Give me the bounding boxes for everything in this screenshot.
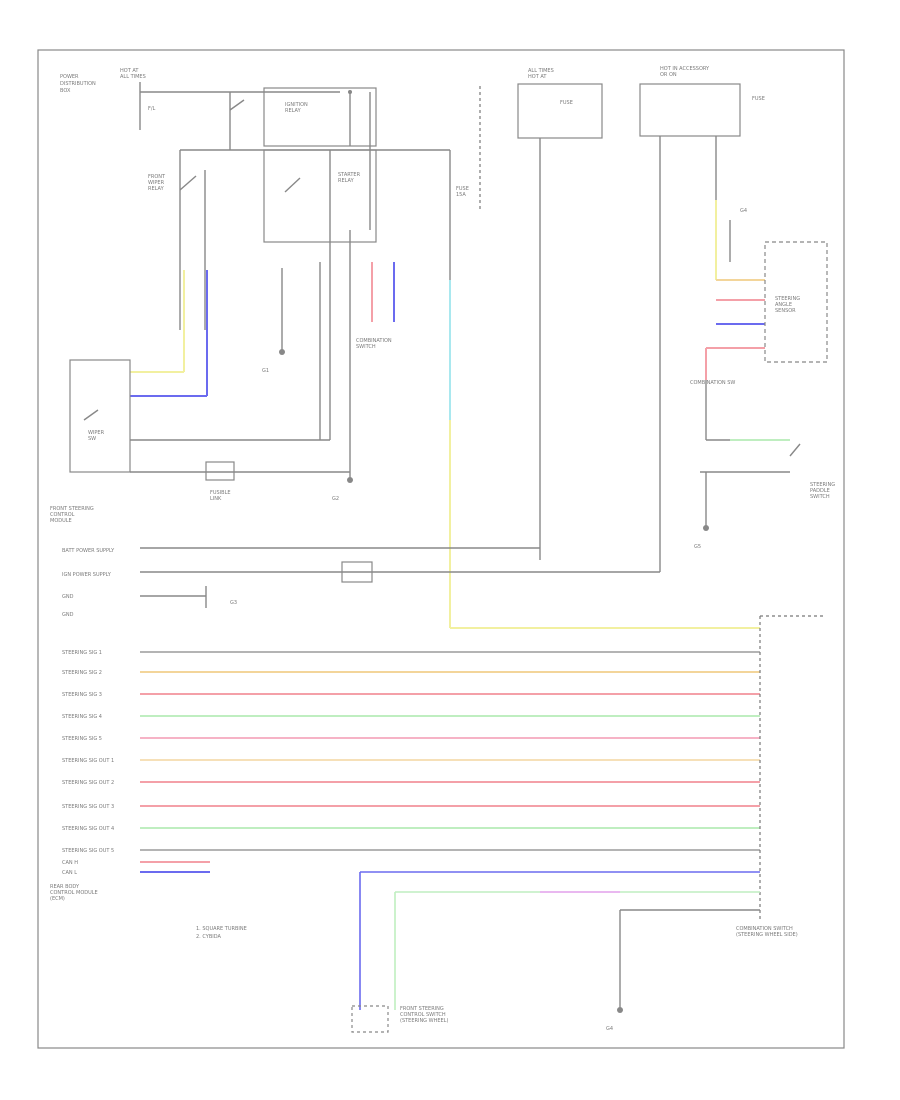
svg-text:ANGLE: ANGLE: [775, 302, 792, 308]
svg-text:COMBINATION SWITCH: COMBINATION SWITCH: [736, 926, 793, 932]
ecm-pin-label: STEERING SIG 3: [62, 692, 102, 698]
svg-text:STARTER: STARTER: [338, 172, 361, 178]
svg-text:PADDLE: PADDLE: [810, 488, 830, 494]
svg-text:FRONT: FRONT: [148, 174, 166, 180]
svg-text:REAR BODY: REAR BODY: [50, 884, 80, 890]
svg-text:DISTRIBUTION: DISTRIBUTION: [60, 81, 96, 87]
ignition-relay: IGNITION RELAY: [229, 87, 377, 230]
svg-text:STEERING: STEERING: [810, 482, 835, 488]
svg-text:SW: SW: [88, 436, 96, 442]
svg-text:OR ON: OR ON: [660, 72, 677, 78]
ecm-pin-label: STEERING SIG OUT 4: [62, 826, 114, 832]
ground-g3-label: G3: [230, 600, 237, 606]
svg-text:COMBINATION: COMBINATION: [356, 338, 392, 344]
ecm-pin-label: STEERING SIG 4: [62, 714, 102, 720]
ecm-pin-label: BATT POWER SUPPLY: [62, 548, 115, 554]
ground-g1-label: G1: [262, 368, 269, 374]
svg-text:FRONT STEERING: FRONT STEERING: [50, 506, 94, 512]
svg-text:15A: 15A: [456, 192, 466, 198]
ground-g2-label: G2: [332, 496, 339, 502]
right-side-module: G4 STEERING ANGLE SENSOR COMBINATION SW: [690, 200, 828, 386]
svg-text:FUSE: FUSE: [560, 100, 573, 106]
svg-text:(ECM): (ECM): [50, 896, 65, 902]
ecm-pin-label: STEERING SIG 1: [62, 650, 102, 656]
svg-text:IGNITION: IGNITION: [285, 102, 308, 108]
svg-text:CONTROL MODULE: CONTROL MODULE: [50, 890, 98, 896]
ground-g1: G1: [262, 268, 285, 374]
ecm-signal-lines: [140, 651, 760, 873]
svg-text:STEERING: STEERING: [775, 296, 800, 302]
ecm-pin-label: GND: [62, 612, 74, 618]
svg-text:(STEERING WHEEL): (STEERING WHEEL): [400, 1018, 448, 1024]
fuse-block-top-left: POWER DISTRIBUTION BOX HOT AT ALL TIMES …: [60, 68, 340, 130]
svg-text:FUSE: FUSE: [752, 96, 765, 102]
svg-text:FUSE: FUSE: [456, 186, 469, 192]
ecm-pin-label: CAN H: [62, 860, 78, 866]
svg-text:WIPER: WIPER: [88, 430, 105, 436]
svg-text:FUSIBLE: FUSIBLE: [210, 490, 231, 496]
ecm-pin-label: STEERING SIG OUT 3: [62, 804, 114, 810]
svg-text:RELAY: RELAY: [338, 178, 355, 184]
legend-item-1: 1. SQUARE TURBINE: [196, 926, 247, 932]
svg-text:LINK: LINK: [210, 496, 222, 502]
svg-text:MODULE: MODULE: [50, 518, 72, 524]
svg-text:G4: G4: [740, 208, 747, 214]
fuse-column-center: FUSE 15A: [449, 86, 481, 280]
svg-text:SWITCH: SWITCH: [810, 494, 830, 500]
mid-connector: [341, 561, 373, 583]
svg-text:RELAY: RELAY: [285, 108, 302, 114]
ecm-pin-label: STEERING SIG 2: [62, 670, 102, 676]
svg-text:WIPER: WIPER: [148, 180, 165, 186]
svg-text:RELAY: RELAY: [148, 186, 165, 192]
svg-text:POWER: POWER: [60, 74, 79, 80]
svg-text:CONTROL SWITCH: CONTROL SWITCH: [400, 1012, 446, 1018]
ecm-pin-label: STEERING SIG OUT 2: [62, 780, 114, 786]
ecm-pin-label: STEERING SIG OUT 1: [62, 758, 114, 764]
fuse-block-top-right: HOT AT ALL TIMES FUSE: [517, 68, 603, 560]
svg-text:F/L: F/L: [148, 106, 156, 112]
legend-item-2: 2. CYBIDA: [196, 934, 221, 940]
svg-text:ALL TIMES: ALL TIMES: [120, 74, 146, 80]
svg-text:HOT IN ACCESSORY: HOT IN ACCESSORY: [660, 66, 710, 72]
ecm-pin-label: STEERING SIG OUT 5: [62, 848, 114, 854]
legend: 1. SQUARE TURBINE 2. CYBIDA: [196, 926, 247, 940]
ecm-pin-label: GND: [62, 594, 74, 600]
svg-text:HOT AT: HOT AT: [120, 68, 139, 74]
ecm-pin-labels: BATT POWER SUPPLY IGN POWER SUPPLY GND GND S…: [62, 548, 115, 876]
bottom-network: G4 FRONT STEERING CONTROL SWITCH (STEERI…: [351, 871, 760, 1033]
svg-text:HOT AT: HOT AT: [528, 74, 547, 80]
svg-text:FRONT STEERING: FRONT STEERING: [400, 1006, 444, 1012]
ground-g2: G2: [319, 230, 353, 502]
ecm-pin-label: STEERING SIG 5: [62, 736, 102, 742]
svg-text:CONTROL: CONTROL: [50, 512, 75, 518]
svg-text:ALL TIMES: ALL TIMES: [528, 68, 554, 74]
starter-relay: STARTER RELAY FRONT WIPER RELAY: [148, 149, 450, 330]
ecm-pin-label: CAN L: [62, 870, 77, 876]
svg-text:BOX: BOX: [60, 88, 71, 94]
svg-text:COMBINATION SW: COMBINATION SW: [690, 380, 735, 386]
ecm-pin-label: IGN POWER SUPPLY: [62, 572, 112, 578]
front-wiper-switch: WIPER SW FUSIBLE LINK: [69, 150, 350, 502]
ground-g5-label: G5: [694, 544, 701, 550]
fuse-block-top-right-2: HOT IN ACCESSORY OR ON FUSE: [639, 66, 765, 572]
diagram-frame: [37, 49, 845, 1049]
ground-g4-label: G4: [606, 1026, 613, 1032]
steering-side-switch: G5 STEERING PADDLE SWITCH: [694, 380, 835, 550]
svg-text:(STEERING WHEEL SIDE): (STEERING WHEEL SIDE): [736, 932, 798, 938]
svg-text:SENSOR: SENSOR: [775, 308, 796, 314]
svg-text:SWITCH: SWITCH: [356, 344, 376, 350]
